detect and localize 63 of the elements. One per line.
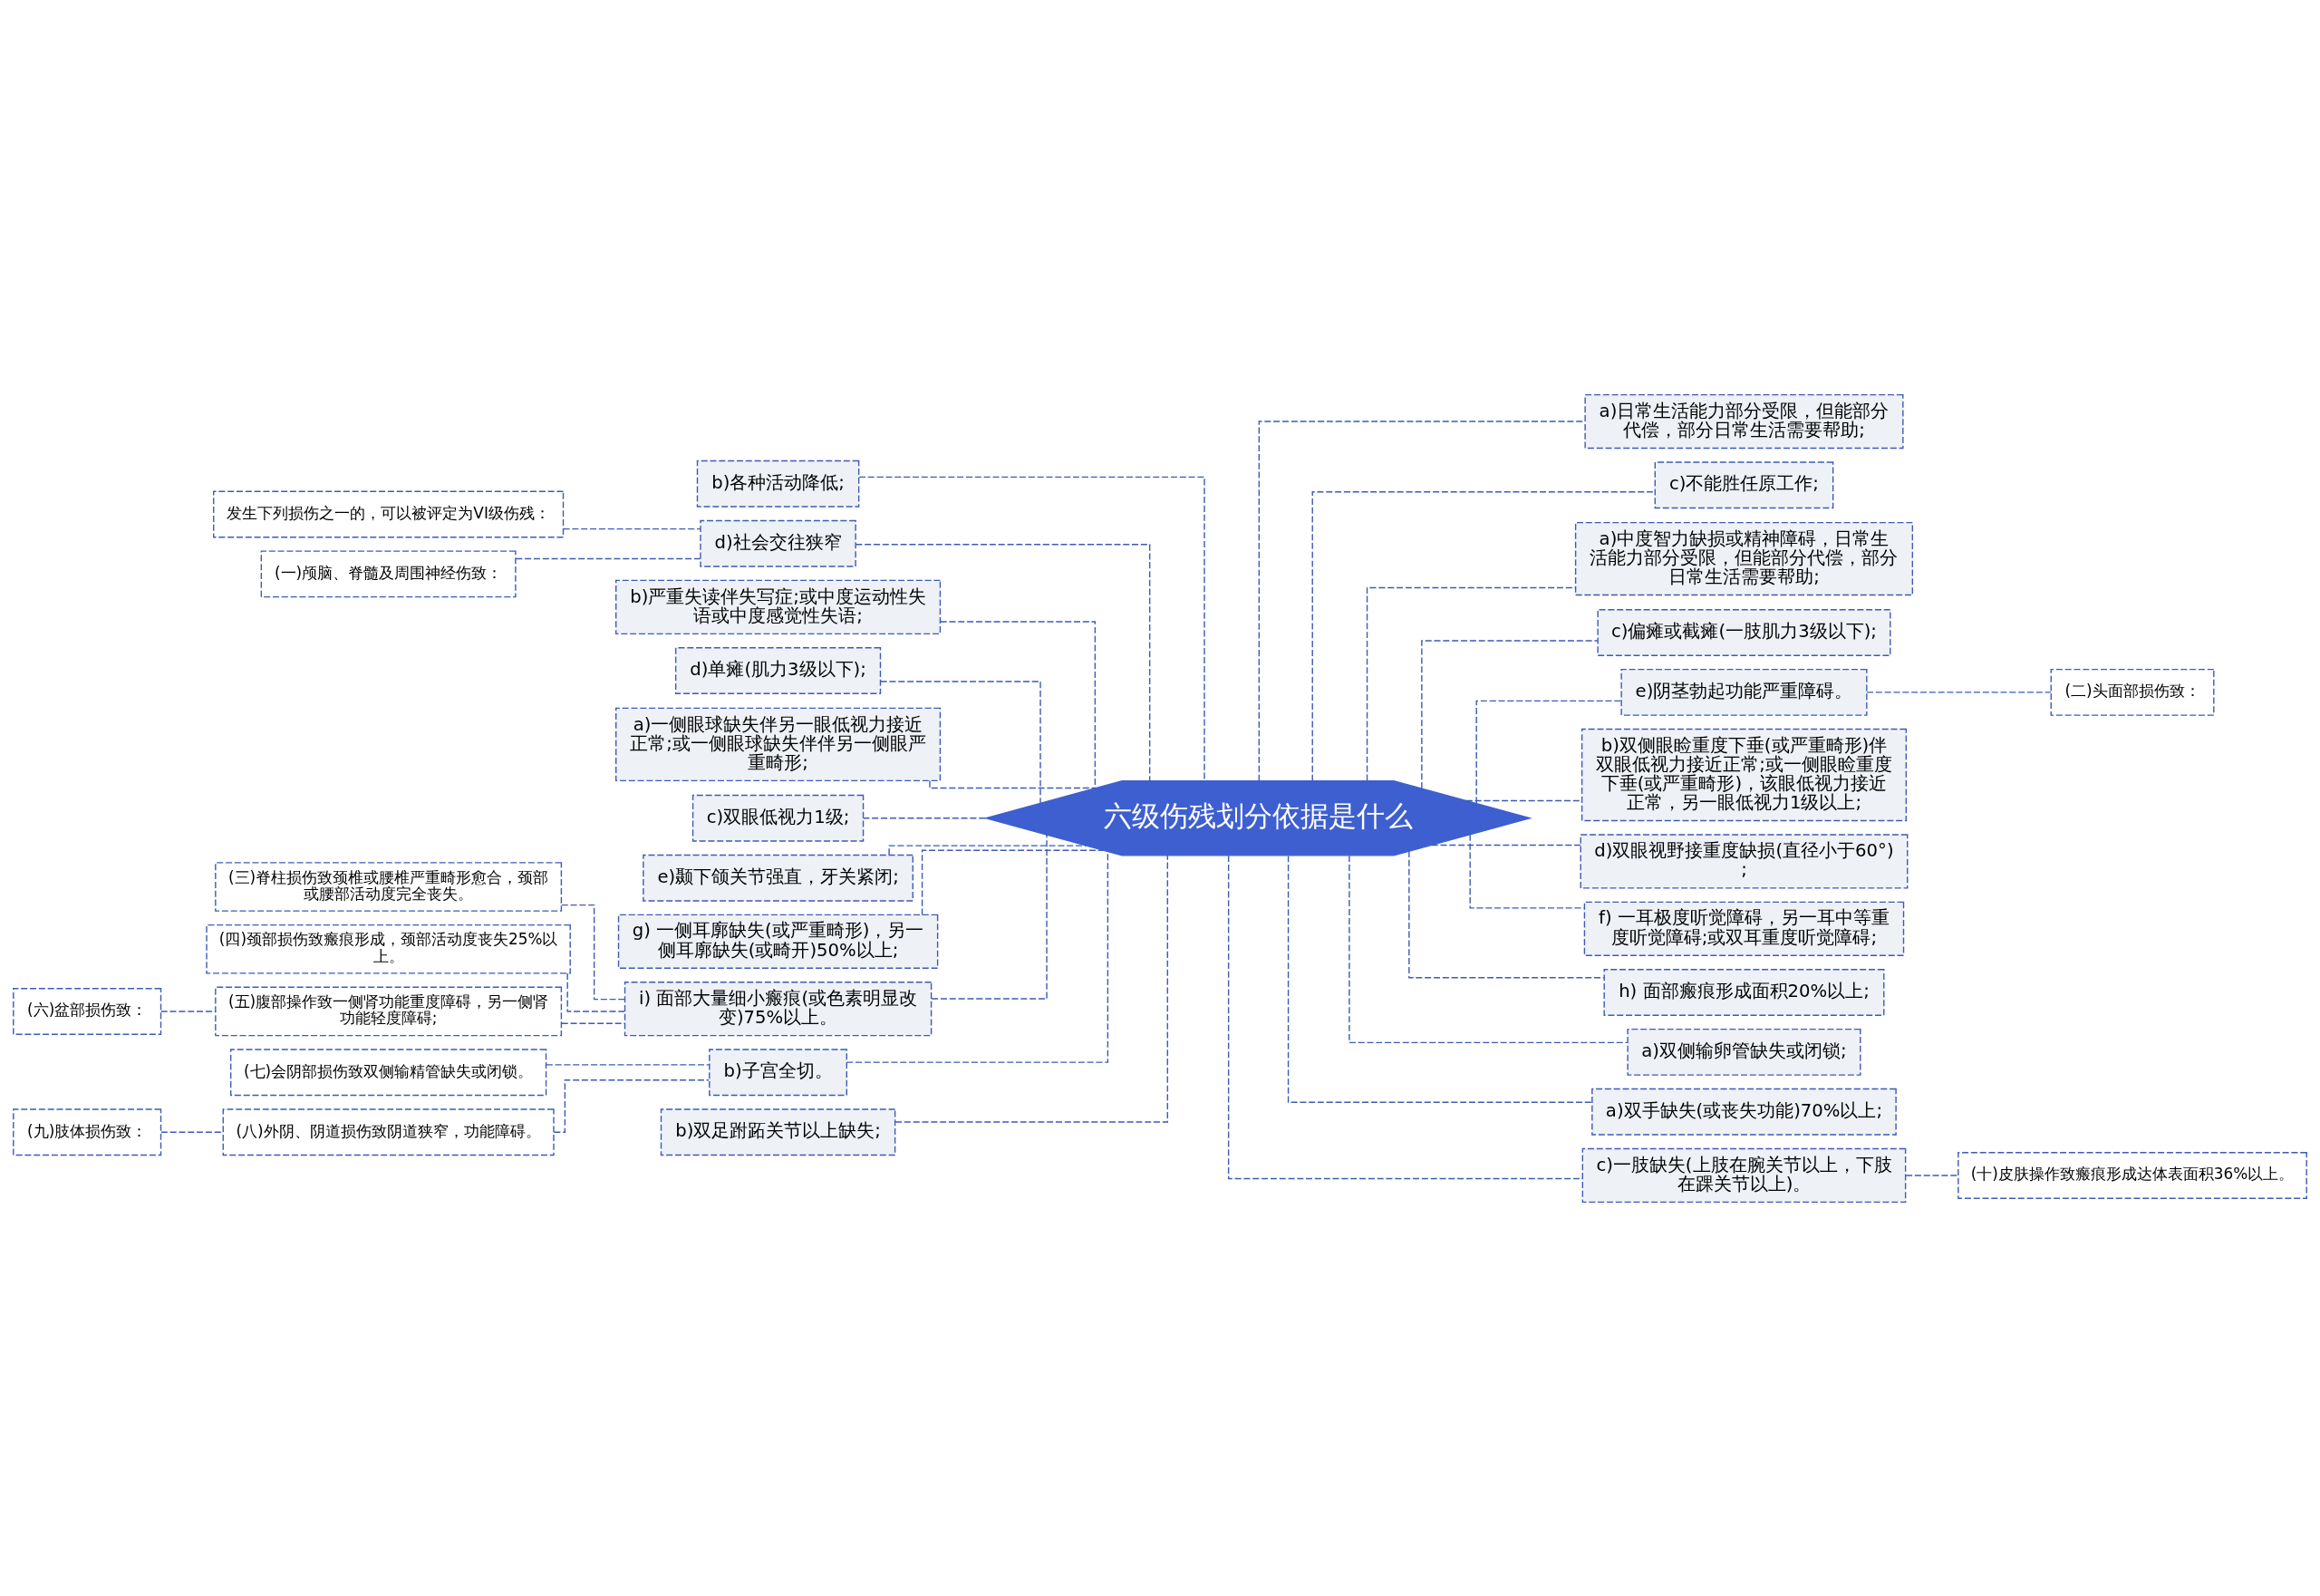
- connector: [921, 849, 1105, 915]
- node-box: a)中度智力缺损或精神障碍，日常生活能力部分受限，但能部分代偿，部分日常生活需要帮助;: [1574, 521, 1914, 595]
- connector: [566, 972, 625, 1012]
- connector: [160, 1010, 217, 1012]
- node-box: i) 面部大量细小瘢痕(或色素明显改变)75%以上。: [624, 981, 933, 1036]
- node-box: (十)皮肤操作致瘢痕形成达体表面积36%以上。: [1958, 1151, 2307, 1199]
- node-box: (六)盆部损伤致：: [13, 987, 162, 1035]
- connector: [562, 527, 701, 529]
- connector: [1475, 700, 1622, 804]
- node-box: b)双足跗跖关节以上缺失;: [660, 1108, 896, 1156]
- node-box: a)日常生活能力部分受限，但能部分代偿，部分日常生活需要帮助;: [1584, 393, 1904, 449]
- connector: [894, 854, 1168, 1123]
- node-box: b)各种活动降低;: [696, 459, 860, 508]
- connector: [858, 476, 1205, 781]
- node-box: h) 面部瘢痕形成面积20%以上;: [1603, 968, 1885, 1016]
- node-box: (七)会阴部损伤致双侧输精管缺失或闭锁。: [229, 1048, 547, 1096]
- node-box: a)一侧眼球缺失伴另一眼低视力接近正常;或一侧眼球缺失伴伴另一侧眼严重畸形;: [615, 707, 942, 781]
- node-box: b)严重失读伴失写症;或中度运动性失语或中度感觉性失语;: [615, 579, 942, 634]
- connector: [561, 1022, 625, 1024]
- node-box: 发生下列损伤之一的，可以被评定为VI级伤残：: [213, 490, 565, 537]
- connector: [1431, 844, 1581, 846]
- node-box: b)子宫全切。: [709, 1048, 848, 1096]
- connector: [1866, 691, 2052, 693]
- node-box: d)社会交往狭窄: [700, 519, 856, 567]
- node-box: (二)头面部损伤致：: [2050, 668, 2215, 716]
- connector: [855, 543, 1151, 781]
- node-box: c)不能胜任原工作;: [1654, 460, 1834, 508]
- node-box: (八)外阴、阴道损伤致阴道狭窄，功能障碍。: [222, 1108, 555, 1156]
- connector: [846, 850, 1109, 1063]
- connector: [1408, 850, 1605, 978]
- node-box: a)双手缺失(或丧失功能)70%以上;: [1591, 1088, 1897, 1136]
- connector: [880, 680, 1041, 804]
- node-box: (五)腹部操作致一侧肾功能重度障碍，另一侧肾功能轻度障碍;: [215, 986, 563, 1036]
- node-box: (四)颈部损伤致瘢痕形成，颈部活动度丧失25%以上。: [206, 924, 571, 974]
- connector: [1348, 854, 1629, 1043]
- node-box: (一)颅脑、脊髓及周围神经伤致：: [260, 549, 517, 597]
- connector: [160, 1131, 224, 1133]
- connector: [1311, 490, 1656, 781]
- node-box: d)双眼视野接重度缺损(直径小于60°);: [1580, 833, 1909, 889]
- node-box: f) 一耳极度听觉障碍，另一耳中等重度听觉障碍;或双耳重度听觉障碍;: [1583, 901, 1905, 956]
- node-box: c)一肢缺失(上肢在腕关节以上，下肢在踝关节以上)。: [1581, 1147, 1907, 1203]
- node-box: c)偏瘫或截瘫(一肢肌力3级以下);: [1597, 608, 1891, 656]
- node-box: (三)脊柱损伤致颈椎或腰椎严重畸形愈合，颈部或腰部活动度完全丧失。: [215, 861, 563, 912]
- connector: [515, 557, 701, 559]
- connector: [888, 844, 1088, 856]
- node-box: d)单瘫(肌力3级以下);: [674, 646, 882, 694]
- node-box: c)双眼低视力1级;: [691, 794, 865, 842]
- node-box: b)双侧眼睑重度下垂(或严重畸形)伴双眼低视力接近正常;或一侧眼睑重度下垂(或严重畸形)，该眼低视力接近正常，另一眼低视力1级以上;: [1580, 728, 1908, 821]
- node-box: g) 一侧耳廓缺失(或严重畸形)，另一侧耳廓缺失(或畸开)50%以上;: [617, 914, 939, 969]
- connector: [553, 1079, 710, 1133]
- connector: [1469, 833, 1585, 909]
- connector: [546, 1063, 710, 1066]
- connector: [1287, 855, 1592, 1103]
- node-box: a)双侧输卵管缺失或闭锁;: [1627, 1028, 1861, 1076]
- connector: [560, 904, 625, 1000]
- node-box: (九)肢体损伤致：: [13, 1108, 162, 1156]
- connector: [1905, 1174, 1959, 1176]
- connector: [862, 817, 987, 818]
- connector: [931, 833, 1048, 1000]
- connector: [1421, 639, 1599, 789]
- node-box: e)颞下颌关节强直，牙关紧闭;: [643, 854, 914, 902]
- connector: [929, 779, 1097, 788]
- node-box: e)阴茎勃起功能严重障碍。: [1620, 668, 1868, 716]
